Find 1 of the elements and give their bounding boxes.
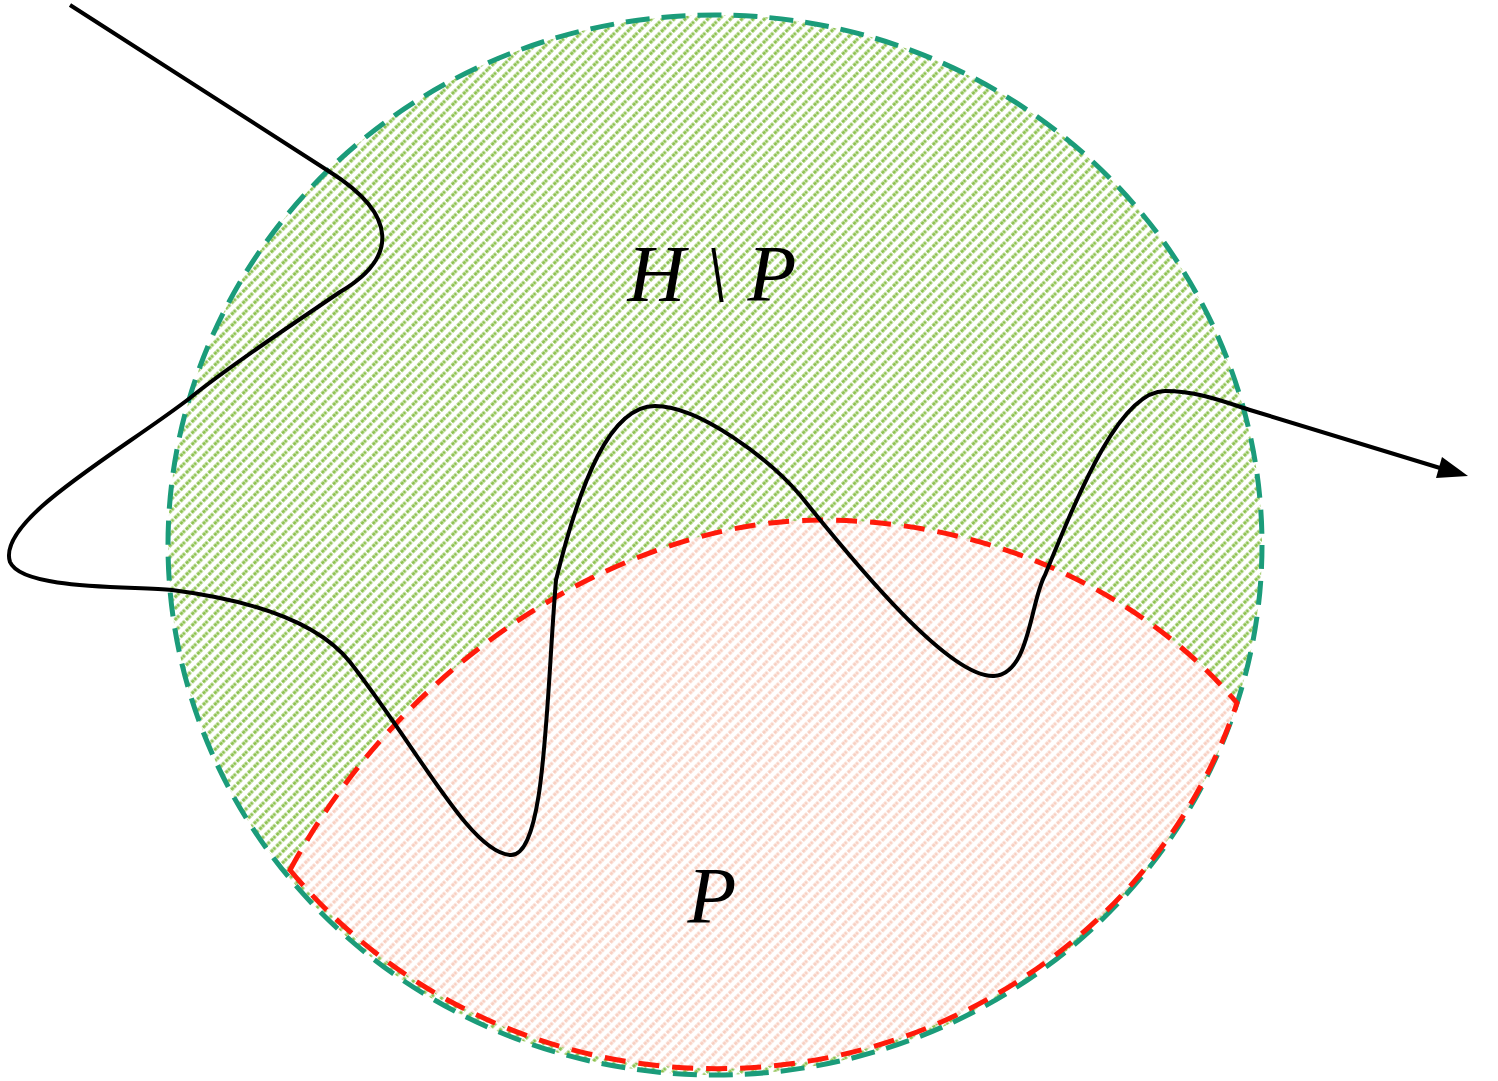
- region-label: P: [687, 856, 737, 936]
